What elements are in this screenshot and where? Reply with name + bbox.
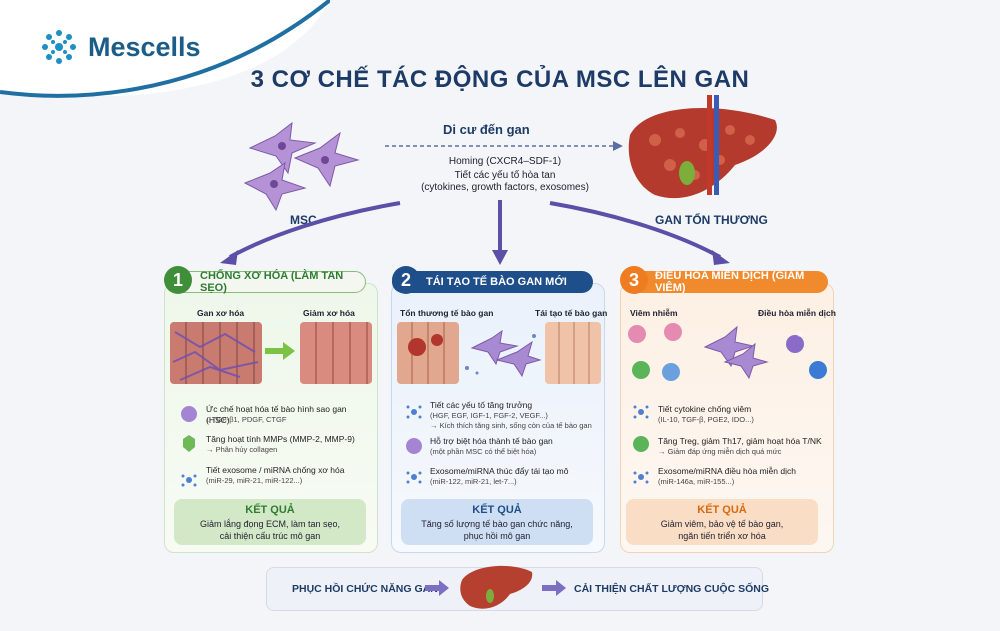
panel-1-arrow-icon [265,342,295,360]
fibrosis-fibers [172,331,259,381]
panel-2-item-3-title: Exosome/miRNA thúc đẩy tái tạo mô [430,466,569,476]
outcome-right: CẢI THIỆN CHẤT LƯỢNG CUỘC SỐNG [574,583,769,595]
branch-arrows [220,200,730,265]
panel-2-result-title: KẾT QUẢ [472,504,522,516]
panel-1-result-line-1: Giảm lắng đọng ECM, làm tan sẹo, [199,519,341,529]
panel-2-item-1-sub2: → Kích thích tăng sinh, sống còn của tế … [430,421,592,430]
regenerated-hepatocytes-image [545,322,601,384]
panel-3-item-1-sub: (IL-10, TGF-β, PGE2, IDO...) [658,415,754,424]
panel-3-icons [633,405,649,484]
panel-1-icons [181,406,197,487]
immune-cells-illustration [628,323,827,381]
migration-arrow [385,141,623,151]
panel-1-number: 1 [164,266,192,294]
panel-3-item-2-title: Tăng Treg, giảm Th17, giảm hoạt hóa T/NK [658,436,822,446]
panel-2-header: TÁI TẠO TẾ BÀO GAN MỚI [392,271,593,293]
panel-1-item-3-title: Tiết exosome / miRNA chống xơ hóa [206,465,345,475]
panel-1-result-line-2: cải thiện cấu trúc mô gan [219,531,321,541]
panel-3-item-1-title: Tiết cytokine chống viêm [658,404,752,414]
panel-2-number: 2 [392,266,420,294]
panel-1-item-1-sub: ↓ TGF-β1, PDGF, CTGF [206,415,287,424]
panel-3-result-line-1: Giảm viêm, bảo vệ tế bào gan, [660,519,784,529]
panel-3-left-label: Viêm nhiễm [630,308,678,318]
liver-label: GAN TỔN THƯƠNG [655,213,768,227]
panel-2-result-line-1: Tăng số lượng tế bào gan chức năng, [421,519,573,529]
damaged-liver-illustration [628,95,777,199]
panel-3-result-title: KẾT QUẢ [697,504,747,516]
brand-logo[interactable]: Mescells [38,26,201,68]
secrete-label-1: Tiết các yếu tố hòa tan [454,170,556,181]
fibrotic-tissue-image [170,322,262,384]
panel-1-result-title: KẾT QUẢ [245,504,295,516]
msc-cells-illustration [243,121,360,212]
outcome-arrow-right-icon [542,580,566,596]
brand-name: Mescells [88,31,201,62]
outcome-arrow-left-icon [425,580,449,596]
damage-spots [408,334,443,356]
panel-1-left-label: Gan xơ hóa [197,308,245,318]
panel-3-result: KẾT QUẢ Giảm viêm, bảo vệ tế bào gan, ng… [626,499,818,545]
panel-2-item-1-title: Tiết các yếu tố tăng trưởng [430,400,533,410]
panel-1-result: KẾT QUẢ Giảm lắng đọng ECM, làm tan sẹo,… [174,499,366,545]
panel-2-item-3-sub: (miR-122, miR-21, let-7...) [430,477,517,486]
header-wave [0,0,330,98]
panel-1-item-3-sub: (miR-29, miR-21, miR-122...) [206,476,303,485]
secrete-label-2: (cytokines, growth factors, exosomes) [421,182,589,193]
panel-2-item-2-sub: (một phần MSC có thể biệt hóa) [430,447,537,456]
panel-3-header: ĐIỀU HÒA MIỄN DỊCH (GIẢM VIÊM) [621,270,828,294]
panel-2-item-2-title: Hỗ trợ biệt hóa thành tế bào gan [430,436,553,446]
panel-3-item-2-sub: → Giảm đáp ứng miễn dịch quá mức [658,447,782,456]
panel-3-item-3-title: Exosome/miRNA điều hòa miễn dịch [658,466,796,476]
healthy-liver-icon [460,565,533,609]
panel-3-result-line-2: ngăn tiến triển xơ hóa [678,531,766,541]
reduced-fibrosis-tissue-image [300,322,372,384]
panel-1-item-2-title: Tăng hoạt tính MMPs (MMP-2, MMP-9) [206,434,355,444]
homing-label: Homing (CXCR4–SDF-1) [448,156,562,167]
migration-label: Di cư đến gan [443,122,530,137]
panel-1-header: CHỐNG XƠ HÓA (LÀM TAN SẸO) [165,270,366,294]
panel-3-right-label: Điều hòa miễn dịch [758,308,836,318]
panel-3-item-3-sub: (miR-146a, miR-155...) [658,477,735,486]
panel-1-item-1-title: Ức chế hoạt hóa tế bào hình sao gan (HSC… [206,404,347,425]
panel-3-number: 3 [620,266,648,294]
page-title: 3 CƠ CHẾ TÁC ĐỘNG CỦA MSC LÊN GAN [250,66,750,93]
damaged-hepatocytes-image [397,322,459,384]
msc-migrating-cells [465,329,542,378]
panel-1-right-label: Giảm xơ hóa [303,308,355,318]
panel-2-item-1-sub: (HGF, EGF, IGF-1, FGF-2, VEGF...) [430,411,548,420]
panel-2-result: KẾT QUẢ Tăng số lượng tế bào gan chức nă… [401,499,593,545]
panel-2-left-label: Tổn thương tế bào gan [400,308,494,318]
panel-2-result-line-2: phục hồi mô gan [463,531,531,541]
outcome-left: PHỤC HỒI CHỨC NĂNG GAN [292,583,438,595]
panel-2-right-label: Tái tạo tế bào gan [535,308,608,318]
panel-1-item-2-sub: → Phân hủy collagen [206,445,278,454]
panel-2-icons [406,405,422,484]
mescells-logo-icon [42,30,76,64]
